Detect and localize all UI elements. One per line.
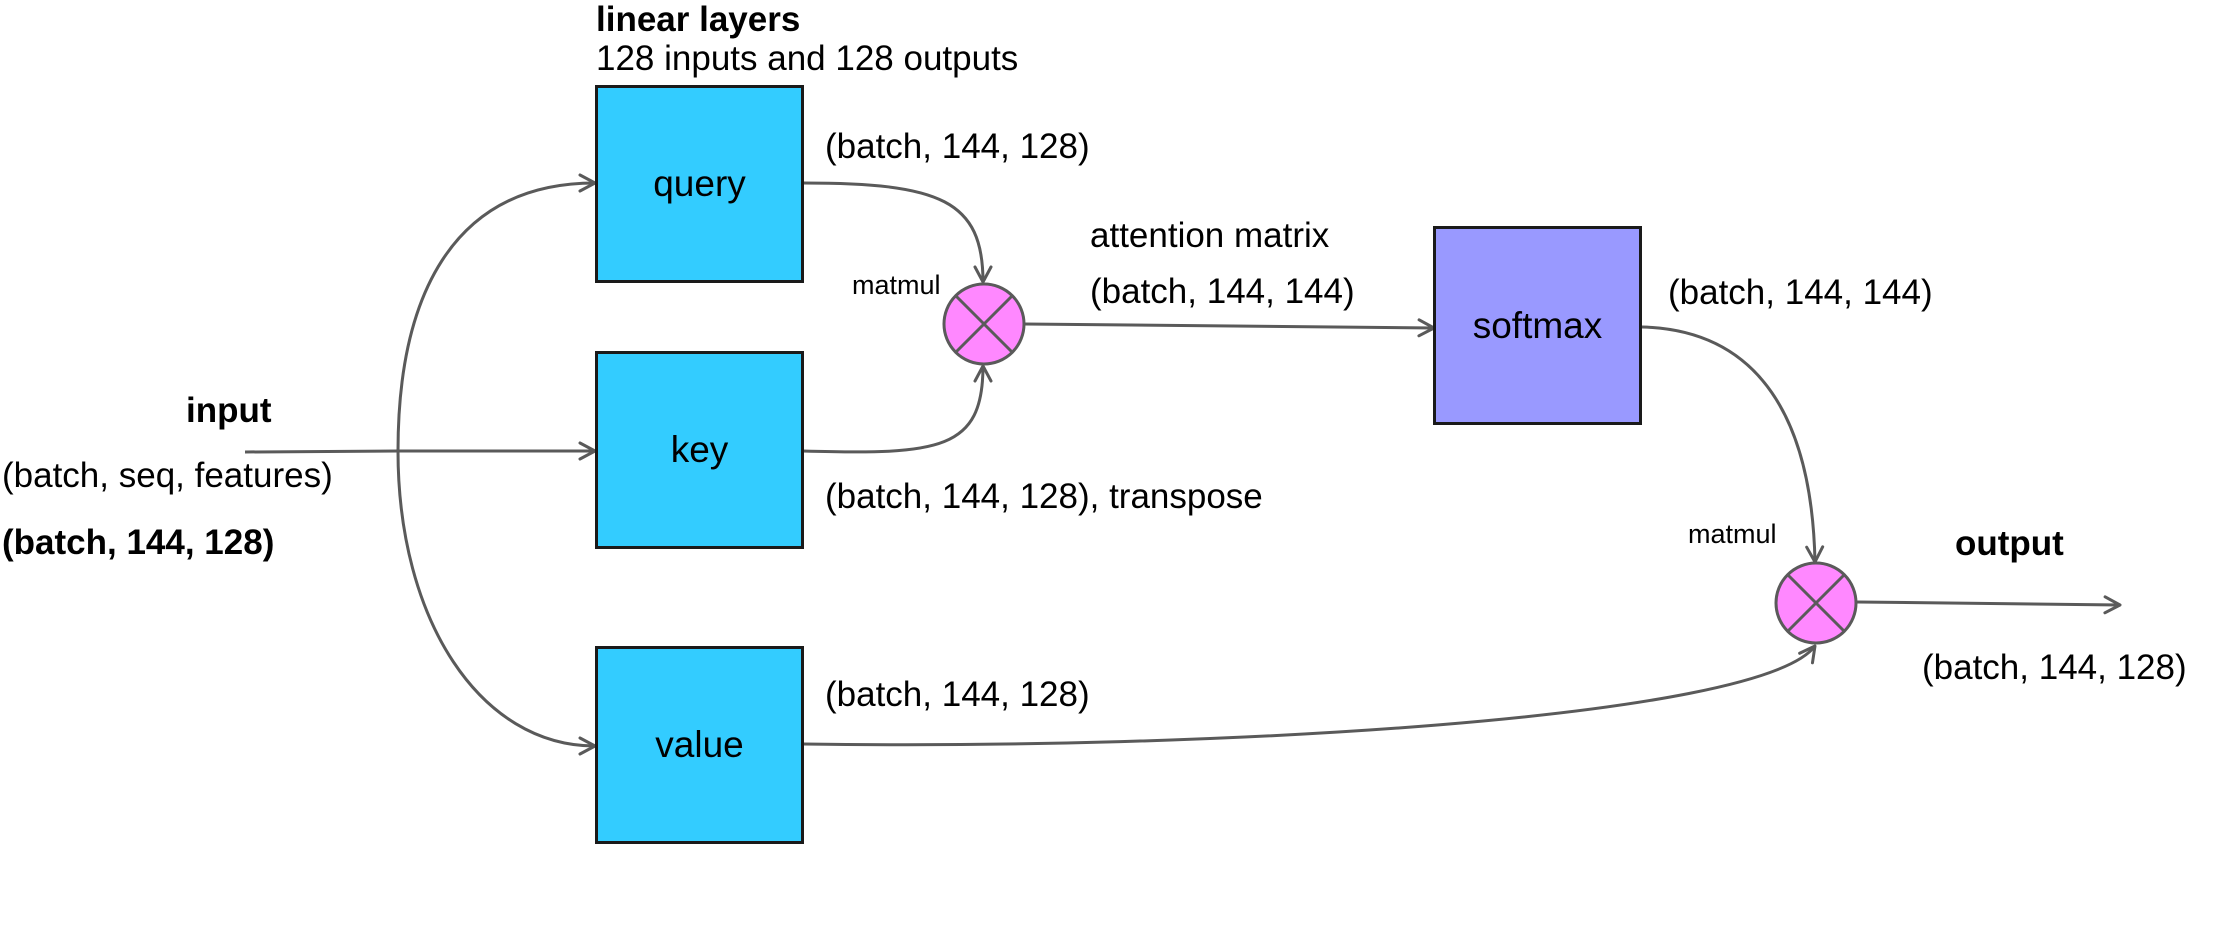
matmul-2-label: matmul [1688, 519, 1777, 549]
edge-query-to-matmul [802, 181, 993, 284]
attention-matrix-title: attention matrix [1090, 216, 1330, 255]
attention-matrix-shape: (batch, 144, 144) [1090, 272, 1355, 311]
value-output-shape: (batch, 144, 128) [825, 675, 1090, 714]
output-shape: (batch, 144, 128) [1922, 648, 2187, 687]
edge-input-to-query [396, 173, 597, 452]
softmax-box: softmax [1433, 226, 1642, 425]
key-box: key [595, 351, 804, 549]
edge-softmax-to-matmul [1641, 325, 1825, 564]
edge-matmul-to-softmax [1023, 318, 1436, 338]
matmul-node-1 [942, 282, 1026, 366]
input-shape-generic: (batch, seq, features) [2, 456, 333, 495]
linear-layers-title: linear layers [596, 0, 801, 39]
multiply-icon [954, 294, 1014, 354]
edge-matmul-to-output [1856, 595, 2122, 615]
query-label: query [653, 163, 746, 204]
linear-layers-subtitle: 128 inputs and 128 outputs [596, 39, 1019, 78]
input-title: input [186, 391, 272, 430]
value-label: value [655, 724, 744, 765]
edge-input-split [244, 449, 399, 454]
key-output-shape: (batch, 144, 128), transpose [825, 477, 1263, 516]
edge-key-to-matmul [802, 364, 993, 454]
softmax-label: softmax [1472, 304, 1603, 346]
output-title: output [1955, 524, 2064, 563]
matmul-1-label: matmul [852, 270, 941, 300]
multiply-icon [1786, 573, 1846, 633]
query-box: query [595, 85, 804, 283]
query-output-shape: (batch, 144, 128) [825, 127, 1090, 166]
matmul-node-2 [1774, 561, 1858, 645]
key-label: key [670, 429, 729, 470]
edge-input-to-value [396, 450, 597, 756]
softmax-output-shape: (batch, 144, 144) [1668, 273, 1933, 312]
edge-value-to-matmul [802, 644, 1817, 747]
value-box: value [595, 646, 804, 844]
input-shape-concrete: (batch, 144, 128) [2, 523, 275, 562]
